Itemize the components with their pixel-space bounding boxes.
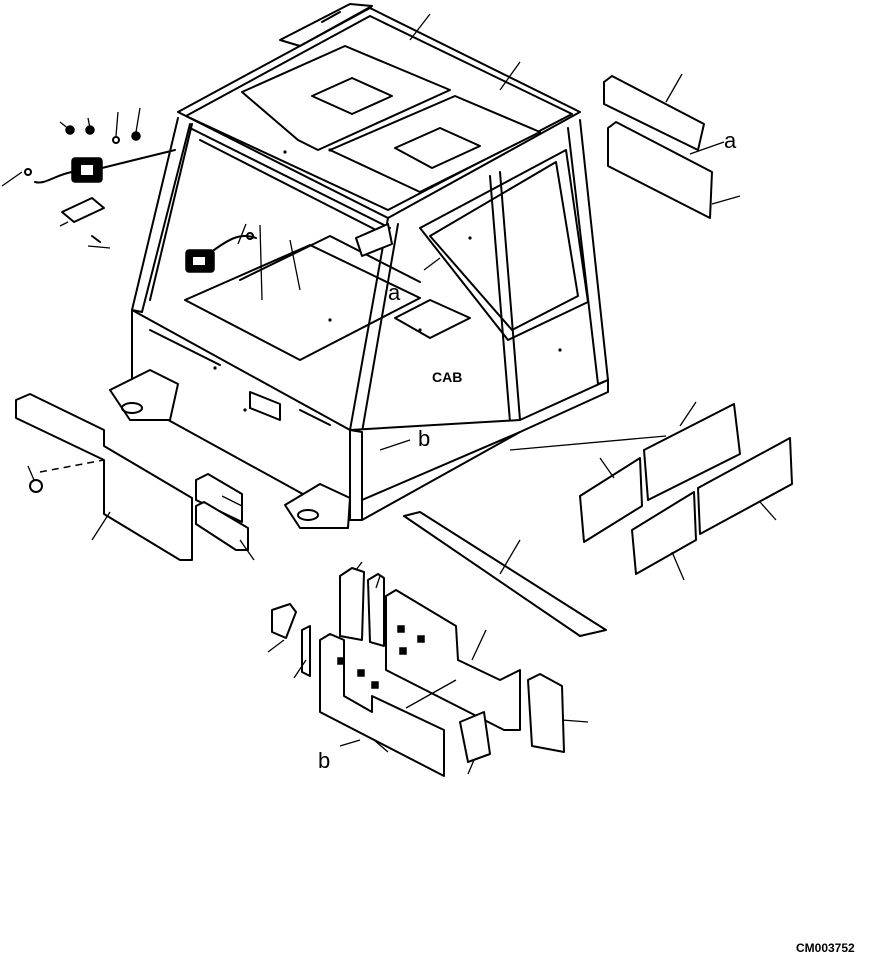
wall-pad-bottom-left — [631, 491, 697, 575]
ref-b-front: b — [418, 426, 430, 451]
wall-pad-top-right — [643, 403, 741, 501]
drawing-code: CM003752 — [796, 941, 855, 955]
roof-pad-left — [241, 45, 451, 151]
wiper-motor-assembly — [24, 125, 257, 273]
rear-upper-pads — [603, 75, 713, 219]
leader-lines — [1, 13, 777, 775]
small-front-pads — [195, 473, 249, 551]
ref-a-upper: a — [724, 128, 737, 153]
floor-mat-parts — [271, 567, 565, 777]
cab-label: CAB — [432, 369, 462, 385]
pad-rear-bottom — [607, 121, 713, 219]
mounting-plate — [61, 197, 105, 223]
pad-rear-top — [603, 75, 705, 151]
ref-b-floor: b — [318, 748, 330, 773]
front-lower-pad — [15, 393, 193, 561]
mount-bracket-right — [284, 483, 351, 529]
floor-strip — [403, 511, 607, 637]
cab-body — [109, 3, 609, 529]
right-wall-pads — [579, 403, 793, 575]
ref-a-interior: a — [388, 280, 401, 305]
mount-bracket-left — [109, 369, 179, 421]
wall-pad-top-left — [579, 457, 643, 543]
wall-pad-bottom-right — [697, 437, 793, 535]
roof-pad-right — [329, 95, 541, 193]
